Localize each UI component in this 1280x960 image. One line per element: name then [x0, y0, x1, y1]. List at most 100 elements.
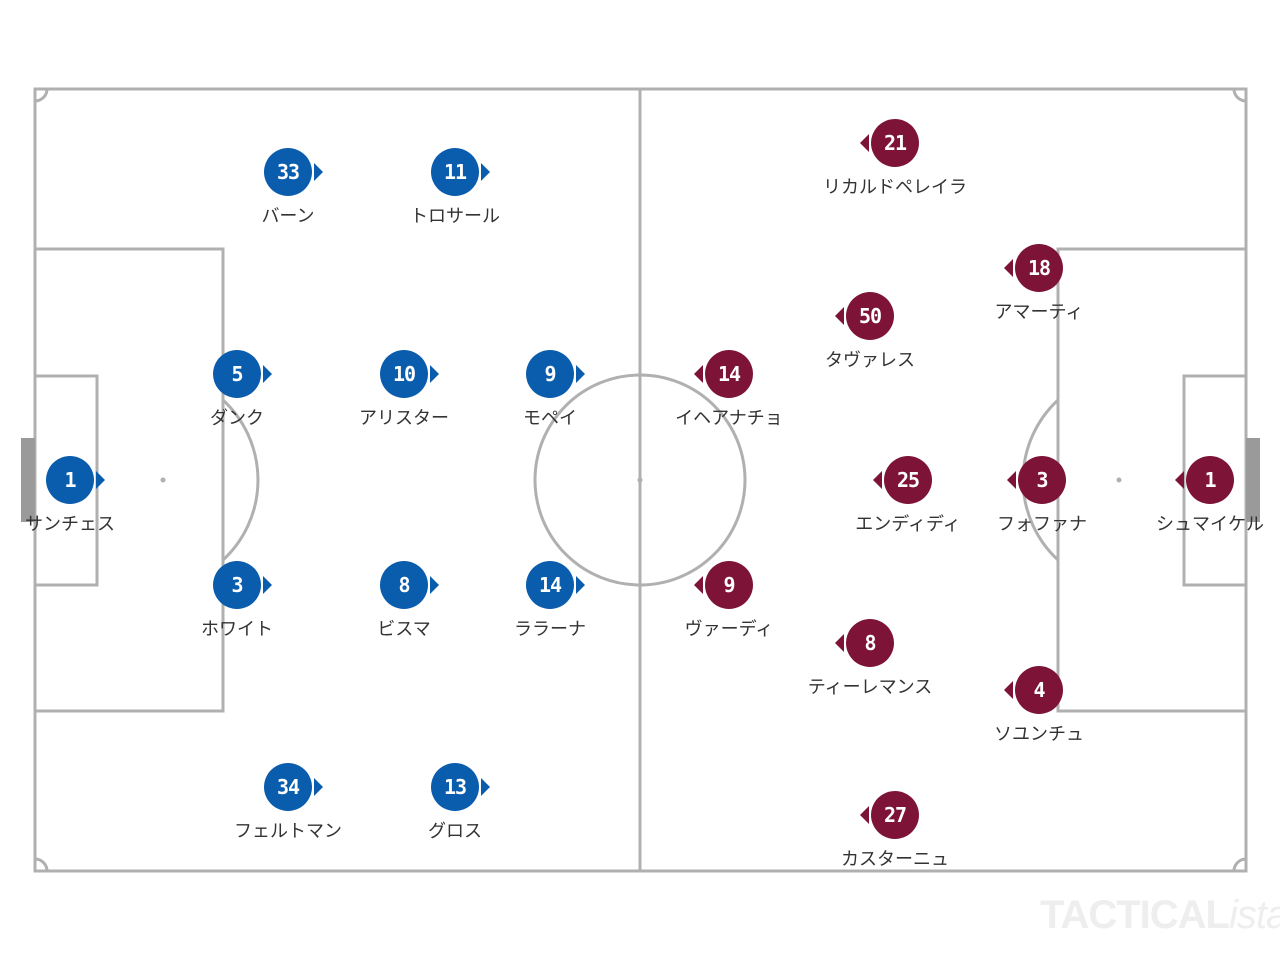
direction-arrow-icon: [860, 134, 869, 152]
player-name: タヴァレス: [825, 350, 915, 371]
player-number-badge: 14: [705, 350, 753, 398]
logo-main: TACTICAL: [1040, 893, 1230, 937]
direction-arrow-icon: [1007, 471, 1016, 489]
player-number-badge: 4: [1015, 666, 1063, 714]
player-name: ビスマ: [377, 619, 431, 640]
player-number-badge: 33: [264, 148, 312, 196]
player-name: ララーナ: [514, 619, 586, 640]
corner-arc-top-left: [34, 88, 49, 103]
direction-arrow-icon: [835, 634, 844, 652]
direction-arrow-icon: [576, 576, 585, 594]
player-number-badge: 27: [871, 791, 919, 839]
left-goal: [21, 438, 35, 522]
home-player[interactable]: 14 ララーナ: [470, 561, 630, 641]
logo-suffix: ista: [1229, 893, 1280, 937]
player-number-badge: 1: [46, 456, 94, 504]
away-player[interactable]: 9 ヴァーディ: [649, 561, 809, 641]
player-number-badge: 3: [1018, 456, 1066, 504]
away-player[interactable]: 14 イヘアナチョ: [649, 350, 809, 430]
home-player[interactable]: 9 モペイ: [470, 350, 630, 430]
corner-arc-bottom-right: [1232, 857, 1247, 872]
direction-arrow-icon: [430, 365, 439, 383]
player-number-badge: 34: [264, 763, 312, 811]
home-player[interactable]: 8 ビスマ: [324, 561, 484, 641]
home-player[interactable]: 34 フェルトマン: [208, 763, 368, 843]
player-number-badge: 18: [1015, 244, 1063, 292]
player-name: トロサール: [410, 206, 500, 227]
direction-arrow-icon: [694, 365, 703, 383]
player-name: ホワイト: [201, 619, 273, 640]
direction-arrow-icon: [835, 307, 844, 325]
player-name: サンチェス: [25, 514, 115, 535]
player-name: ソユンチュ: [994, 724, 1084, 745]
away-player[interactable]: 3 フォファナ: [962, 456, 1122, 536]
direction-arrow-icon: [1004, 259, 1013, 277]
player-number-badge: 11: [431, 148, 479, 196]
direction-arrow-icon: [314, 163, 323, 181]
home-player[interactable]: 10 アリスター: [324, 350, 484, 430]
player-name: シュマイケル: [1156, 514, 1264, 535]
away-player[interactable]: 8 ティーレマンス: [790, 619, 950, 699]
away-player[interactable]: 27 カスターニュ: [815, 791, 975, 871]
direction-arrow-icon: [314, 778, 323, 796]
home-player[interactable]: 1 サンチェス: [0, 456, 150, 536]
player-name: アリスター: [359, 408, 449, 429]
player-name: グロス: [428, 821, 482, 842]
direction-arrow-icon: [263, 365, 272, 383]
player-number-badge: 21: [871, 119, 919, 167]
away-player[interactable]: 1 シュマイケル: [1130, 456, 1280, 536]
player-number-badge: 1: [1186, 456, 1234, 504]
right-goal: [1246, 438, 1260, 522]
home-player[interactable]: 33 バーン: [208, 148, 368, 228]
player-number-badge: 50: [846, 292, 894, 340]
away-player[interactable]: 21 リカルドペレイラ: [815, 119, 975, 199]
direction-arrow-icon: [96, 471, 105, 489]
direction-arrow-icon: [481, 778, 490, 796]
direction-arrow-icon: [694, 576, 703, 594]
player-number-badge: 5: [213, 350, 261, 398]
player-number-badge: 8: [380, 561, 428, 609]
direction-arrow-icon: [873, 471, 882, 489]
player-name: フェルトマン: [234, 821, 342, 842]
player-name: ダンク: [210, 408, 264, 429]
player-name: アマーティ: [994, 302, 1084, 323]
away-player[interactable]: 50 タヴァレス: [790, 292, 950, 372]
player-number-badge: 9: [526, 350, 574, 398]
tacticalista-logo: TACTICALista: [1040, 893, 1280, 938]
player-number-badge: 14: [526, 561, 574, 609]
player-number-badge: 9: [705, 561, 753, 609]
direction-arrow-icon: [263, 576, 272, 594]
direction-arrow-icon: [1175, 471, 1184, 489]
player-name: イヘアナチョ: [675, 408, 783, 429]
player-name: バーン: [261, 206, 315, 227]
direction-arrow-icon: [1004, 681, 1013, 699]
right-penalty-spot: [1116, 477, 1122, 483]
center-circle: [533, 373, 747, 587]
player-number-badge: 10: [380, 350, 428, 398]
player-name: フォファナ: [997, 514, 1087, 535]
player-name: カスターニュ: [841, 849, 949, 870]
player-number-badge: 8: [846, 619, 894, 667]
away-player[interactable]: 18 アマーティ: [959, 244, 1119, 324]
corner-arc-top-right: [1232, 88, 1247, 103]
home-player[interactable]: 13 グロス: [375, 763, 535, 843]
player-name: ティーレマンス: [807, 677, 933, 698]
player-name: ヴァーディ: [684, 619, 774, 640]
player-name: リカルドペレイラ: [823, 177, 967, 198]
direction-arrow-icon: [481, 163, 490, 181]
center-spot: [637, 477, 643, 483]
player-number-badge: 13: [431, 763, 479, 811]
corner-arc-bottom-left: [34, 857, 49, 872]
player-name: モペイ: [523, 408, 577, 429]
player-name: エンディディ: [855, 514, 961, 535]
left-penalty-arc: [221, 398, 260, 562]
away-player[interactable]: 25 エンディディ: [828, 456, 988, 536]
direction-arrow-icon: [860, 806, 869, 824]
direction-arrow-icon: [576, 365, 585, 383]
home-player[interactable]: 5 ダンク: [157, 350, 317, 430]
player-number-badge: 25: [884, 456, 932, 504]
direction-arrow-icon: [430, 576, 439, 594]
away-player[interactable]: 4 ソユンチュ: [959, 666, 1119, 746]
home-player[interactable]: 11 トロサール: [375, 148, 535, 228]
